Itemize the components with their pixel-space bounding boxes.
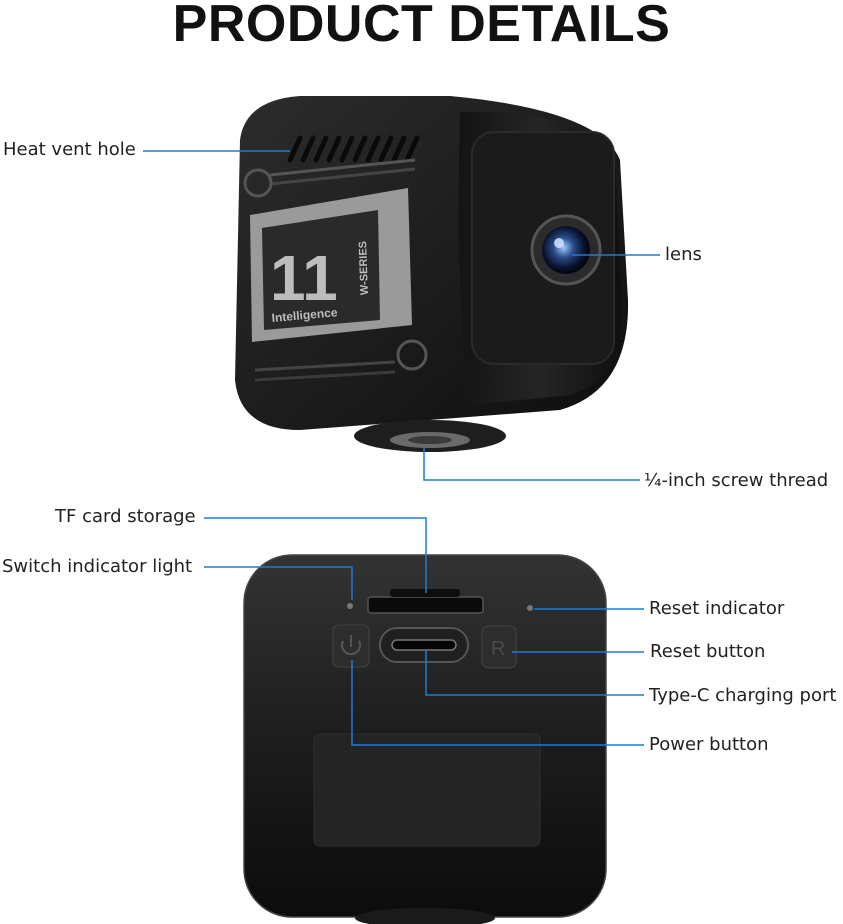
leader-screw [423, 447, 640, 481]
callout-tf-card: TF card storage [55, 506, 196, 527]
camera-front: 11 Intelligence W-SERIES [235, 96, 629, 452]
callout-heat-vent: Heat vent hole [3, 139, 136, 160]
reset-button-shape [481, 625, 517, 669]
callout-lens: lens [665, 244, 702, 265]
leader-power [351, 660, 644, 746]
badge-number: 11 [270, 242, 338, 314]
front-emblem-bottom [396, 339, 428, 371]
back-panel [313, 733, 541, 847]
tf-card-slot [367, 596, 484, 614]
badge-word: Intelligence [271, 305, 338, 325]
leader-switch-light [204, 566, 353, 600]
callout-reset-button: Reset button [650, 641, 766, 662]
callout-type-c: Type-C charging port [649, 685, 837, 706]
front-emblem-top [243, 168, 273, 198]
callout-reset-indicator: Reset indicator [649, 598, 785, 619]
callout-switch-light: Switch indicator light [2, 556, 193, 577]
callout-power-button: Power button [649, 734, 769, 755]
switch-indicator-dot [347, 603, 353, 609]
leader-tf-card [204, 517, 427, 593]
lens-highlight [554, 238, 564, 248]
page-title: PRODUCT DETAILS [172, 0, 671, 53]
callout-screw-thread: ¼-inch screw thread [644, 470, 829, 491]
badge-series: W-SERIES [357, 241, 371, 296]
leader-lines [143, 150, 660, 746]
svg-text:R: R [491, 638, 505, 660]
camera-back: R [243, 554, 607, 924]
heat-vent-slots [287, 135, 420, 163]
reset-indicator-dot [527, 605, 533, 611]
leader-type-c [425, 650, 644, 696]
lens-glass [542, 226, 590, 274]
